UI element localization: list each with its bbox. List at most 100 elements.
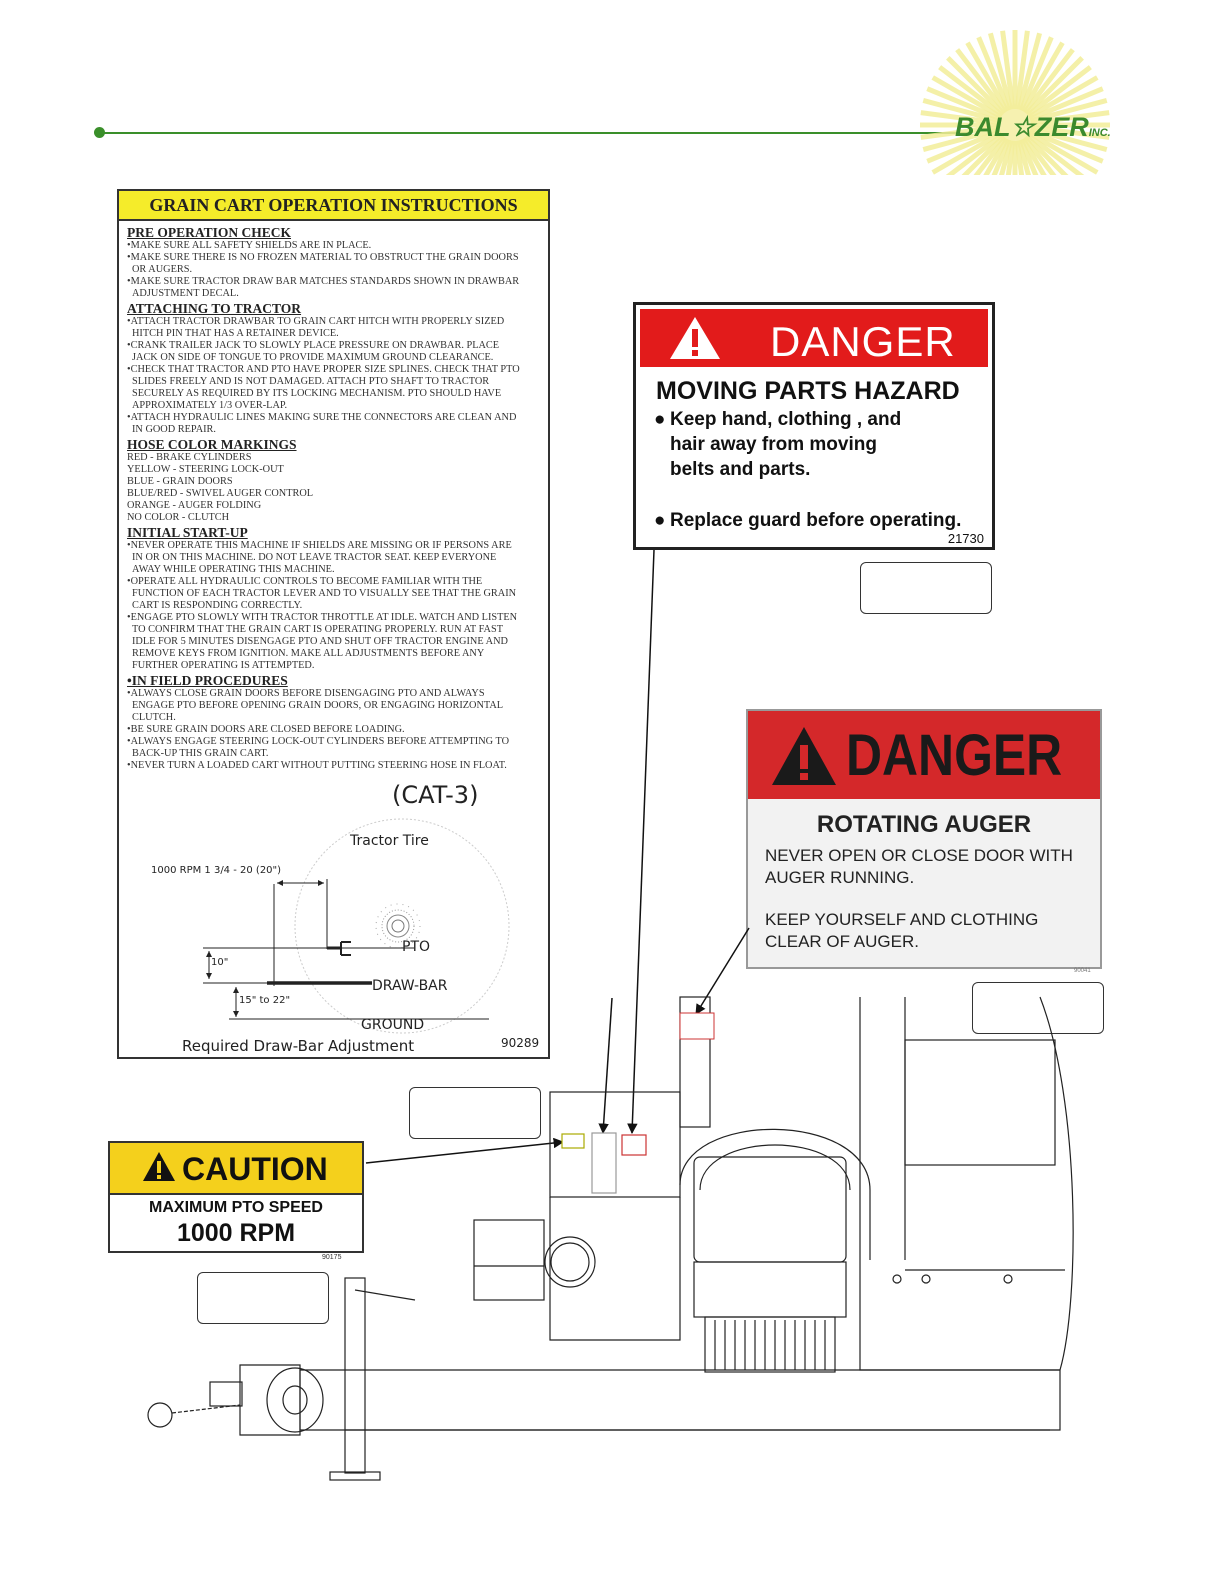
company-logo: BAL☆ZERINC. bbox=[955, 112, 1111, 143]
instruction-section-heading: INITIAL START-UP bbox=[127, 525, 248, 540]
decal-part-number: 90041 bbox=[1074, 968, 1091, 974]
instruction-line: •BE SURE GRAIN DOORS ARE CLOSED BEFORE L… bbox=[127, 724, 405, 735]
header-line-dot bbox=[94, 127, 105, 138]
caution-pto-speed-decal: CAUTION MAXIMUM PTO SPEED 1000 RPM bbox=[108, 1141, 364, 1253]
drawbar-label: DRAW-BAR bbox=[372, 978, 448, 994]
danger-signal-word: DANGER bbox=[846, 723, 1063, 788]
label-callout-box bbox=[409, 1087, 541, 1139]
instruction-section-heading: •IN FIELD PROCEDURES bbox=[127, 673, 288, 688]
instruction-line: ENGAGE PTO BEFORE OPENING GRAIN DOORS, O… bbox=[132, 700, 504, 711]
instruction-line: CLUTCH. bbox=[132, 712, 176, 723]
cat-3-label: (CAT-3) bbox=[392, 781, 479, 809]
hazard-heading: ROTATING AUGER bbox=[816, 811, 1032, 838]
danger-header-band: DANGER bbox=[640, 309, 988, 367]
danger-moving-parts-decal: DANGER MOVING PARTS HAZARD ● Keep hand, … bbox=[633, 302, 995, 550]
caution-signal-word: CAUTION bbox=[182, 1151, 328, 1187]
auger-danger-decal-small bbox=[679, 1012, 715, 1040]
tractor-tire-label: Tractor Tire bbox=[350, 833, 429, 849]
decal-part-number: 21730 bbox=[947, 531, 984, 546]
instruction-line: CART IS RESPONDING CORRECTLY. bbox=[132, 600, 303, 611]
caution-decal-small bbox=[561, 1133, 585, 1149]
decal-part-number: 90175 bbox=[322, 1254, 342, 1261]
pto-label: PTO bbox=[402, 939, 431, 955]
decal-body: PRE OPERATION CHECK•MAKE SURE ALL SAFETY… bbox=[127, 224, 545, 772]
instruction-line: •ALWAYS ENGAGE STEERING LOCK-OUT CYLINDE… bbox=[127, 736, 510, 747]
instruction-line: REMOVE KEYS FROM IGNITION. MAKE ALL ADJU… bbox=[132, 648, 485, 659]
pto-flange bbox=[544, 1236, 596, 1288]
instruction-line: •OPERATE ALL HYDRAULIC CONTROLS TO BECOM… bbox=[127, 576, 483, 587]
danger-signal-word: DANGER bbox=[770, 318, 956, 365]
instruction-line: •MAKE SURE THERE IS NO FROZEN MATERIAL T… bbox=[127, 252, 519, 263]
tongue-frame bbox=[299, 1369, 1061, 1431]
warning-triangle-icon bbox=[670, 317, 720, 359]
cart-window bbox=[904, 1039, 1056, 1166]
gearbox-housing bbox=[549, 1091, 681, 1198]
ground-label: GROUND bbox=[361, 1017, 425, 1033]
warning-triangle-icon bbox=[143, 1152, 175, 1181]
instruction-line: FUNCTION OF EACH TRACTOR LEVER AND TO VI… bbox=[132, 588, 517, 599]
hazard-line-2: AUGER RUNNING. bbox=[765, 868, 915, 887]
label-callout-box bbox=[197, 1272, 329, 1324]
auger-housing bbox=[679, 996, 711, 1128]
hitch-block bbox=[239, 1364, 301, 1436]
jack-crank bbox=[354, 1289, 416, 1301]
danger-rotating-auger-decal: DANGER ROTATING AUGER NEVER OPEN OR CLOS… bbox=[746, 709, 1102, 969]
dim-15-22-label: 15" to 22" bbox=[239, 995, 291, 1006]
leader-lines bbox=[365, 549, 750, 1164]
hazard-heading: MOVING PARTS HAZARD bbox=[656, 377, 960, 405]
instruction-line: •ATTACH HYDRAULIC LINES MAKING SURE THE … bbox=[127, 412, 517, 423]
logo-suffix: INC. bbox=[1088, 127, 1111, 139]
label-callout-box bbox=[972, 982, 1104, 1034]
hazard-line-1: NEVER OPEN OR CLOSE DOOR WITH bbox=[765, 846, 1073, 865]
hazard-line-3: belts and parts. bbox=[670, 459, 811, 480]
auger-loop bbox=[679, 1128, 871, 1260]
hazard-line-3: KEEP YOURSELF AND CLOTHING bbox=[765, 910, 1039, 929]
instruction-line: •MAKE SURE ALL SAFETY SHIELDS ARE IN PLA… bbox=[127, 240, 372, 251]
instruction-line: BLUE - GRAIN DOORS bbox=[127, 476, 233, 487]
decal-part-number: 90289 bbox=[501, 1036, 540, 1050]
instruction-line: RED - BRAKE CYLINDERS bbox=[127, 452, 252, 463]
cart-body bbox=[859, 996, 1074, 1371]
instruction-line: TO CONFIRM THAT THE GRAIN CART IS OPERAT… bbox=[132, 624, 504, 635]
grate-lines bbox=[714, 1320, 826, 1370]
instruction-section-heading: PRE OPERATION CHECK bbox=[127, 225, 292, 240]
danger-header-band: DANGER bbox=[748, 711, 1100, 799]
caution-line-1: MAXIMUM PTO SPEED bbox=[149, 1199, 323, 1216]
instruction-line: NO COLOR - CLUTCH bbox=[127, 512, 230, 523]
safety-chain-hook bbox=[147, 1402, 173, 1428]
instruction-line: SLIDES FREELY AND IS NOT DAMAGED. ATTACH… bbox=[132, 376, 490, 387]
bullet-dot-icon: ● bbox=[654, 510, 666, 531]
instruction-line: YELLOW - STEERING LOCK-OUT bbox=[127, 464, 284, 475]
instruction-line: ORANGE - AUGER FOLDING bbox=[127, 500, 262, 511]
hazard-line-2: hair away from moving bbox=[670, 434, 877, 455]
instruction-line: •NEVER TURN A LOADED CART WITHOUT PUTTIN… bbox=[127, 760, 507, 771]
instruction-section-heading: HOSE COLOR MARKINGS bbox=[127, 437, 297, 452]
instruction-line: •NEVER OPERATE THIS MACHINE IF SHIELDS A… bbox=[127, 540, 512, 551]
tractor-tire-outline bbox=[294, 818, 510, 1034]
instruction-line: IDLE FOR 5 MINUTES DISENGAGE PTO AND SHU… bbox=[132, 636, 508, 647]
instruction-line: •ENGAGE PTO SLOWLY WITH TRACTOR THROTTLE… bbox=[127, 612, 518, 623]
bullet-dot-icon: ● bbox=[654, 409, 666, 430]
instruction-line: BACK-UP THIS GRAIN CART. bbox=[132, 748, 269, 759]
header-rule bbox=[100, 132, 970, 134]
pto-spline-icon bbox=[375, 903, 421, 949]
danger-decal-small bbox=[621, 1134, 647, 1156]
hopper-box bbox=[693, 1156, 847, 1263]
instruction-line: •MAKE SURE TRACTOR DRAW BAR MATCHES STAN… bbox=[127, 276, 520, 287]
instruction-line: AWAY WHILE OPERATING THIS MACHINE. bbox=[132, 564, 335, 575]
instruction-line: •ALWAYS CLOSE GRAIN DOORS BEFORE DISENGA… bbox=[127, 688, 485, 699]
instruction-line: IN GOOD REPAIR. bbox=[132, 424, 217, 435]
instruction-line: HITCH PIN THAT HAS A RETAINER DEVICE. bbox=[132, 328, 339, 339]
instruction-line: SECURELY AS REQUIRED BY ITS LOCKING MECH… bbox=[132, 388, 502, 399]
hazard-line-4: Replace guard before operating. bbox=[670, 510, 962, 531]
caution-line-2: 1000 RPM bbox=[176, 1219, 296, 1247]
instruction-line: FURTHER OPERATING IS ATTEMPTED. bbox=[132, 660, 315, 671]
instruction-line: IN OR ON THIS MACHINE. DO NOT LEAVE TRAC… bbox=[132, 552, 497, 563]
hazard-line-1: Keep hand, clothing , and bbox=[670, 409, 902, 430]
sunburst-logo-icon bbox=[920, 30, 1110, 175]
caution-header-band: CAUTION bbox=[110, 1143, 362, 1195]
instruction-line: JACK ON SIDE OF TONGUE TO PROVIDE MAXIMU… bbox=[132, 352, 494, 363]
dim-10-label: 10" bbox=[211, 957, 229, 968]
diagram-caption: Required Draw-Bar Adjustment bbox=[182, 1037, 415, 1055]
warning-triangle-icon bbox=[772, 727, 836, 785]
